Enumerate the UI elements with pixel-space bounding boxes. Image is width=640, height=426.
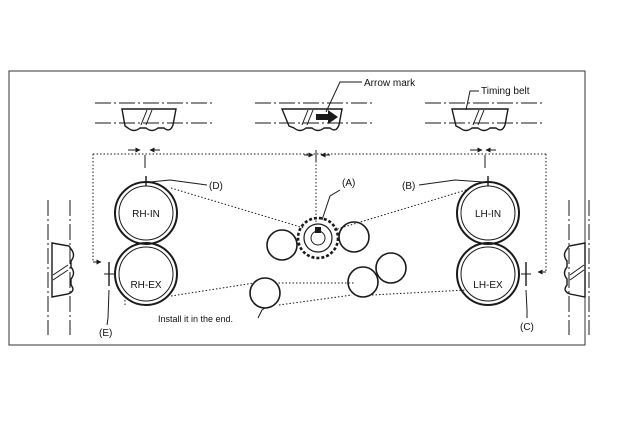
leader-c	[525, 289, 528, 318]
callout-a: (A)	[342, 178, 355, 189]
timing-mark-e	[104, 262, 114, 286]
sprocket-rh-ex	[114, 242, 178, 306]
leader-e	[106, 289, 110, 326]
timing-mark-c	[521, 262, 531, 286]
idler-pulley-lower-left	[347, 266, 379, 298]
arrow-mark-icon	[316, 110, 338, 124]
timing-belt-leader	[465, 90, 479, 111]
belt-section-side-right	[563, 200, 590, 335]
timing-belt-label: Timing belt	[481, 86, 530, 97]
arrow-mark-label: Arrow mark	[364, 78, 416, 89]
leader-a	[321, 189, 341, 221]
rh-in-label: RH-IN	[132, 209, 160, 220]
belt-tensioner-pulley	[249, 277, 281, 309]
lh-ex-label: LH-EX	[473, 280, 503, 291]
idler-pulley-right	[338, 221, 370, 253]
arrow-mark-leader	[325, 81, 362, 113]
idler-pulley-left	[266, 229, 298, 261]
lh-in-label: LH-IN	[475, 209, 501, 220]
crankshaft-sprocket	[296, 216, 340, 260]
idler-pulley-lower-right	[375, 252, 407, 284]
callout-b: (B)	[402, 181, 415, 192]
callout-d: (D)	[209, 181, 223, 192]
alignment-lines	[92, 147, 547, 275]
callout-e: (E)	[99, 328, 112, 339]
belt-section-left	[95, 102, 215, 132]
sprocket-lh-ex	[456, 242, 520, 306]
leader-install-note	[257, 307, 266, 319]
leader-b	[418, 179, 484, 186]
callout-c: (C)	[520, 322, 534, 333]
belt-path	[124, 187, 467, 306]
belt-section-side-left	[47, 200, 75, 335]
belt-section-center	[255, 102, 375, 132]
diagram-frame	[8, 70, 586, 346]
rh-ex-label: RH-EX	[130, 280, 161, 291]
leader-d	[149, 179, 208, 186]
belt-section-right	[425, 102, 545, 132]
install-note-label: Install it in the end.	[158, 314, 233, 324]
